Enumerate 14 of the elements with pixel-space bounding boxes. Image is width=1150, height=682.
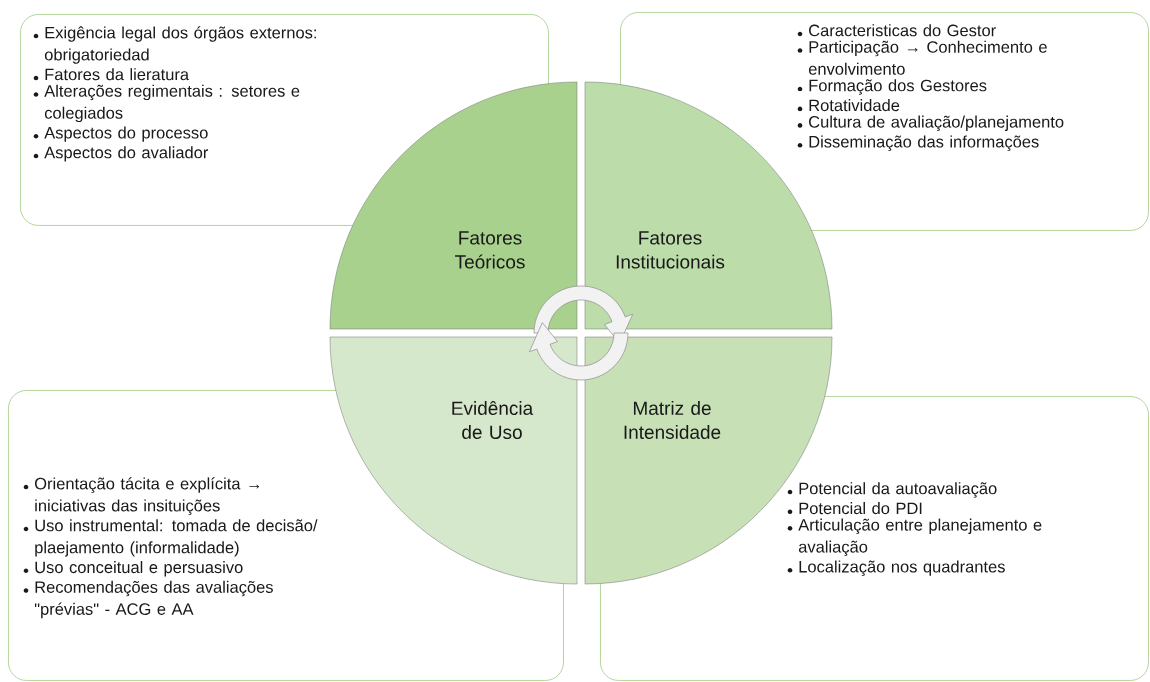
quadrant: Fatores Teóricos: [329, 81, 578, 330]
cycle-arrow: [529, 322, 629, 381]
bullet-item: Aspectos do processo: [33, 126, 208, 142]
bullet-item: Uso conceitual e persuasivo: [23, 561, 243, 577]
bullet-item: Aspectos do avaliador: [33, 146, 209, 162]
bullet-item: Fatores da lieratura: [33, 68, 190, 81]
quadrant: Evidência de Uso: [329, 336, 578, 585]
bullet-item: Alterações regimentais : setores e colegiados: [33, 84, 300, 123]
bullet-item: Orientação tácita e explícita → iniciativas das insituições: [23, 477, 260, 515]
bullet-item: Recomendações das avaliações "prévias" - ACG e AA: [23, 580, 273, 619]
bullet-item: Uso instrumental: tomada de decisão/ plaejamento (informalidade): [23, 519, 318, 557]
bullet-item: Exigência legal dos órgãos externos: obrigatoriedad: [33, 26, 316, 64]
bullet-item: Caracteristicas do Gestor: [797, 24, 996, 37]
bullet-item: Participação → Conhecimento e envolvimento: [797, 40, 1047, 75]
